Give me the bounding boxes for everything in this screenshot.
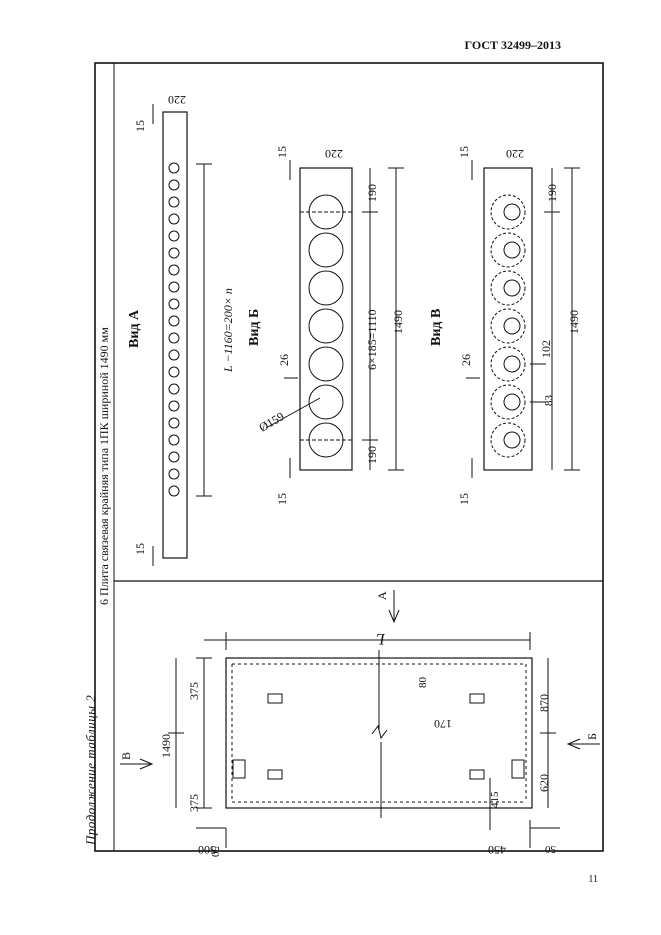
- view-v-dim-83: 83: [543, 395, 555, 407]
- page-number: 11: [588, 874, 598, 885]
- dim-450: 450: [488, 843, 506, 857]
- dim-500: 500: [198, 843, 216, 857]
- view-b-dim-190-top: 190: [365, 184, 379, 202]
- view-b-dim-220: 220: [325, 147, 343, 161]
- section-arrow-a: А: [375, 591, 389, 600]
- view-v: [466, 160, 580, 478]
- view-v-dim-102: 102: [539, 340, 553, 358]
- dim-375-bottom: 375: [187, 794, 201, 812]
- view-b-dim-15-top: 15: [275, 146, 289, 158]
- slab-section-v: [483, 167, 533, 471]
- view-v-dim-1490: 1490: [567, 310, 581, 334]
- view-b-dim-190-bottom: 190: [365, 446, 379, 464]
- lifting-loop: [469, 693, 485, 704]
- row-title: 6 Плита связевая крайняя типа 1ПК ширино…: [97, 327, 111, 605]
- dim-170: 170: [434, 717, 452, 731]
- view-v-dim-15-top: 15: [457, 146, 471, 158]
- view-b-dim-1110: 6×185=1110: [365, 309, 379, 370]
- dim-80: 80: [417, 677, 429, 689]
- dim-870: 870: [537, 694, 551, 712]
- dim-375-top: 375: [187, 682, 201, 700]
- dim-L: L: [376, 630, 386, 647]
- dim-50-left: 50: [209, 846, 221, 858]
- lifting-loop: [267, 769, 283, 780]
- view-b-diameter: Ø159: [257, 409, 287, 434]
- dim-620: 620: [537, 774, 551, 792]
- view-v-dim-15-bottom: 15: [457, 493, 471, 505]
- view-a-dim-length: L −1160=200× n: [221, 288, 235, 373]
- dim-415: 415: [489, 791, 501, 808]
- view-a-dim-15-top: 15: [133, 120, 147, 132]
- view-b: [265, 160, 404, 478]
- view-b-title: Вид Б: [247, 309, 262, 346]
- view-b-dim-1490: 1490: [391, 310, 405, 334]
- hole-row-a: [168, 162, 180, 497]
- section-arrow-b: Б: [585, 733, 599, 740]
- standard-header: ГОСТ 32499–2013: [464, 38, 562, 52]
- lifting-loop: [469, 769, 485, 780]
- table-frame: [94, 62, 604, 852]
- view-v-dim-190: 190: [545, 184, 559, 202]
- lifting-loop: [267, 693, 283, 704]
- slab-side-a: [162, 111, 188, 559]
- embedded-plate: [511, 759, 525, 779]
- section-arrow-v: В: [119, 752, 133, 760]
- view-v-dim-220: 220: [506, 147, 524, 161]
- view-b-dim-26: 26: [277, 354, 291, 366]
- view-a-dim-15-bottom: 15: [133, 543, 147, 555]
- view-b-dim-15-bottom: 15: [275, 493, 289, 505]
- embedded-plate: [232, 759, 246, 779]
- dim-50-right: 50: [545, 843, 557, 855]
- view-v-dim-26: 26: [459, 354, 473, 366]
- view-v-title: Вид В: [429, 309, 444, 346]
- view-a-dim-220: 220: [168, 93, 186, 107]
- view-a-title: Вид А: [127, 309, 142, 348]
- plan-view: [120, 590, 600, 848]
- slab-section-b: [299, 167, 353, 471]
- view-a: [152, 104, 212, 566]
- dim-1490-plan: 1490: [159, 734, 173, 758]
